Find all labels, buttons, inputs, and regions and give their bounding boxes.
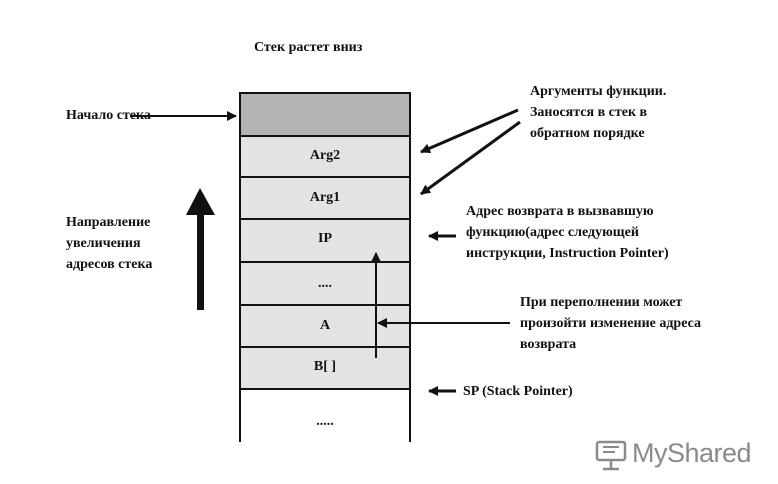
args-note-line1: Аргументы функции. — [530, 84, 667, 99]
cell-label-a: A — [319, 318, 331, 333]
cell-label-arg2: Arg2 — [309, 148, 341, 163]
direction-arrow-shaft — [197, 210, 204, 310]
args-arrow-2 — [420, 120, 521, 196]
overflow-note-line3: возврата — [520, 337, 577, 352]
cell-label-bottom-dots: ..... — [316, 414, 334, 429]
args-note-line3: обратном порядке — [530, 126, 645, 141]
cell-label-b: B[ ] — [313, 359, 337, 374]
overflow-note-line1: При переполнении может — [520, 295, 683, 310]
cell-label-dots: .... — [318, 276, 332, 291]
direction-label-line1: Направление — [66, 215, 151, 230]
stack-cell-b — [239, 346, 411, 390]
stack-top-cell — [239, 92, 411, 137]
cell-label-ip: IP — [318, 231, 332, 246]
direction-label-line3: адресов стека — [66, 257, 153, 272]
args-arrow-1 — [420, 108, 519, 154]
direction-arrow-head — [186, 188, 215, 215]
cell-label-arg1: Arg1 — [309, 190, 341, 205]
return-note-line3: инструкции, Instruction Pointer) — [466, 246, 669, 261]
stack-start-label: Начало стека — [66, 108, 151, 123]
overflow-note-line2: произойти изменение адреса — [520, 316, 701, 331]
stack-cell-ip — [239, 218, 411, 263]
direction-label-line2: увеличения — [66, 236, 141, 251]
args-note-line2: Заносятся в стек в — [530, 105, 648, 120]
presentation-icon — [595, 440, 627, 471]
watermark-text: MyShared — [632, 438, 752, 468]
stack-cell-arg2 — [239, 135, 411, 178]
diagram-title: Стек растет вниз — [254, 40, 363, 55]
return-note-line2: функцию(адрес следующей — [466, 225, 639, 240]
watermark-logo: MyShared — [594, 436, 754, 472]
return-note-line1: Адрес возврата в вызвавшую — [466, 204, 654, 219]
sp-label: SP (Stack Pointer) — [463, 384, 573, 399]
